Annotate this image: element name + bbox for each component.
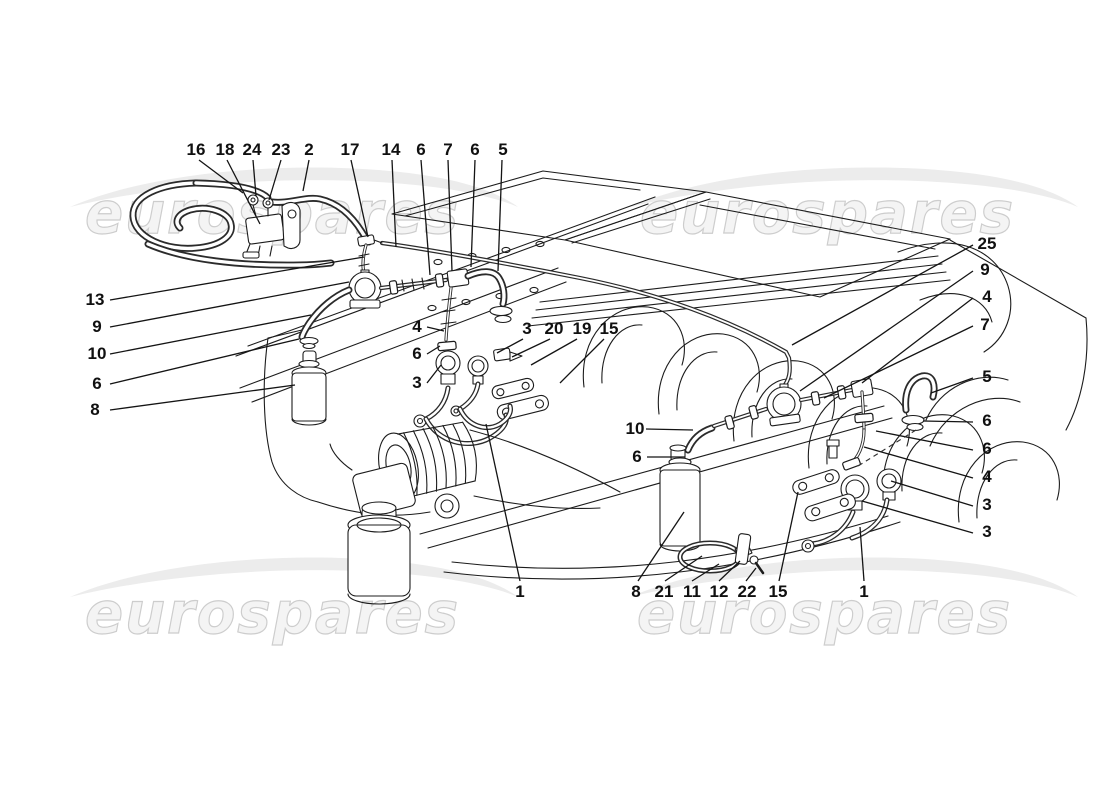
watermark-text: eurospares: [637, 579, 1012, 647]
part-number-18[interactable]: 18: [216, 140, 235, 159]
part-number-5[interactable]: 5: [498, 140, 507, 159]
part-number-9[interactable]: 9: [980, 260, 989, 279]
part-number-1[interactable]: 1: [515, 582, 524, 601]
banjo-fitting: [801, 539, 815, 553]
elbow-hose: [298, 286, 353, 341]
elbow-hose: [902, 372, 938, 414]
check-valve: [435, 350, 461, 376]
part-number-15[interactable]: 15: [600, 319, 619, 338]
part-number-15[interactable]: 15: [769, 582, 788, 601]
part-number-4[interactable]: 4: [412, 317, 422, 336]
part-number-6[interactable]: 6: [412, 344, 421, 363]
hose-clamp: [724, 415, 735, 430]
hose-clamp: [388, 280, 399, 295]
part-number-22[interactable]: 22: [738, 582, 757, 601]
car-swoosh-icon: [630, 557, 1078, 597]
part-number-6[interactable]: 6: [92, 374, 101, 393]
part-number-8[interactable]: 8: [90, 400, 99, 419]
bracket-hole: [287, 209, 297, 219]
left-check-valve-assembly: [298, 268, 549, 447]
part-number-11[interactable]: 11: [683, 582, 701, 601]
gasket-plate: [804, 493, 856, 522]
intake-plenum-lids: [391, 170, 951, 298]
plenum-rib-lines: [527, 255, 951, 327]
washer: [262, 197, 274, 209]
part-number-8[interactable]: 8: [631, 582, 640, 601]
check-valve-dome: [348, 271, 382, 305]
watermark-bottom-right: eurospares: [630, 557, 1078, 648]
hose-clamp: [854, 412, 874, 424]
gasket-plate: [491, 377, 535, 400]
part-number-4[interactable]: 4: [982, 467, 992, 486]
elbow-hose: [684, 424, 716, 454]
banjo-fitting: [413, 414, 427, 428]
part-number-19[interactable]: 19: [573, 319, 592, 338]
part-number-16[interactable]: 16: [187, 140, 206, 159]
part-number-7[interactable]: 7: [443, 140, 452, 159]
part-number-12[interactable]: 12: [710, 582, 729, 601]
oil-filter-assembly: [329, 429, 621, 605]
hose-clamp: [434, 273, 445, 288]
leader-lines: [109, 159, 974, 582]
part-number-20[interactable]: 20: [545, 319, 564, 338]
part-number-21[interactable]: 21: [655, 582, 674, 601]
pipe-flange: [489, 305, 513, 317]
part-number-2[interactable]: 2: [304, 140, 313, 159]
callout-numbers: 16 18 24 23 2 17 14 6 7 6 5 13 9 10 6 8 …: [86, 140, 997, 601]
part-number-5[interactable]: 5: [982, 367, 991, 386]
part-number-25[interactable]: 25: [978, 234, 997, 253]
hose-clamp: [810, 391, 821, 406]
part-number-6[interactable]: 6: [416, 140, 425, 159]
hose-clamp: [437, 340, 457, 352]
watermark-bottom-left: eurospares: [70, 557, 518, 648]
part-number-6[interactable]: 6: [470, 140, 479, 159]
bell-housing: [897, 239, 1088, 447]
part-number-13[interactable]: 13: [86, 290, 105, 309]
check-valve: [467, 355, 489, 377]
part-number-7[interactable]: 7: [980, 315, 989, 334]
gasket-plate: [792, 469, 840, 495]
part-number-3[interactable]: 3: [982, 522, 991, 541]
support-bracket: [734, 533, 752, 565]
part-number-3[interactable]: 3: [982, 495, 991, 514]
part-number-17[interactable]: 17: [341, 140, 360, 159]
part-number-6[interactable]: 6: [982, 439, 991, 458]
right-air-filter-canister: [659, 444, 765, 575]
check-valve: [876, 468, 902, 494]
part-number-14[interactable]: 14: [382, 140, 401, 159]
hose-clamp: [748, 405, 759, 420]
watermark-top-right: eurospares: [630, 167, 1078, 248]
part-number-1[interactable]: 1: [859, 582, 868, 601]
car-swoosh-icon: [630, 167, 1078, 207]
watermark-text: eurospares: [640, 179, 1015, 247]
part-number-6[interactable]: 6: [982, 411, 991, 430]
part-number-10[interactable]: 10: [88, 344, 107, 363]
part-number-23[interactable]: 23: [272, 140, 291, 159]
part-number-3[interactable]: 3: [522, 319, 531, 338]
part-number-9[interactable]: 9: [92, 317, 101, 336]
part-number-6[interactable]: 6: [632, 447, 641, 466]
solenoid-valve: [242, 194, 301, 259]
part-number-24[interactable]: 24: [243, 140, 262, 159]
air-injection-parts: [129, 179, 938, 605]
part-number-10[interactable]: 10: [626, 419, 645, 438]
left-air-filter-canister: [291, 336, 327, 426]
right-check-valve-assembly: [684, 372, 938, 553]
part-number-3[interactable]: 3: [412, 373, 421, 392]
hose-clamp: [842, 457, 861, 471]
car-swoosh-icon: [70, 167, 518, 207]
part-number-4[interactable]: 4: [982, 287, 992, 306]
